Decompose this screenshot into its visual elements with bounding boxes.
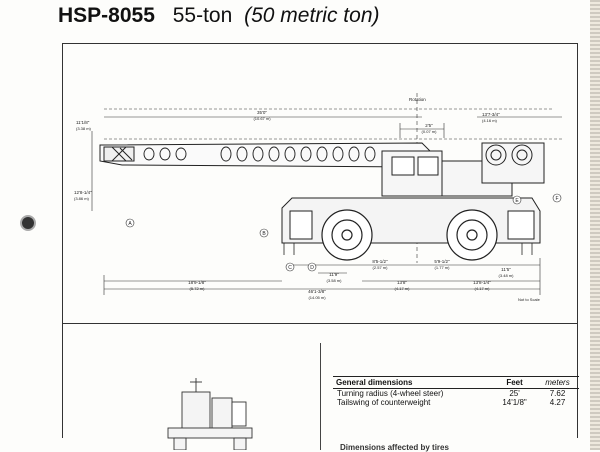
table-header-meters: meters <box>536 376 579 389</box>
front-overall-metric: (5.72 m) <box>190 286 206 291</box>
pivot-offset-metric: (0.07 m) <box>422 129 438 134</box>
table-header-dimension: General dimensions <box>333 376 494 389</box>
table-cell-meters: 4.27 <box>549 398 566 407</box>
table-cell-feet: 25' <box>509 389 520 398</box>
front-overall-dim: 18'9-1/8" <box>188 280 206 285</box>
total-length-dim: 46'1-3/8" <box>308 289 326 294</box>
boom-length-dim: 35'0" <box>257 110 267 115</box>
table-row: Tailswing of counterweight 14'1/8" 4.27 <box>333 398 579 407</box>
pivot-offset-dim: 2'5" <box>425 123 433 128</box>
table-header-feet: Feet <box>493 376 536 389</box>
mid-b-dim: 13'8-1/4" <box>473 280 491 285</box>
column-divider <box>320 343 321 450</box>
binder-hole-icon <box>20 215 36 231</box>
callout-b: B <box>262 231 266 237</box>
total-length-metric: (14.05 m) <box>308 295 326 300</box>
callout-e: E <box>515 198 519 204</box>
wheelbase-front-dim: 8'5-1/2" <box>372 259 388 264</box>
callout-c: C <box>288 265 292 271</box>
section-divider <box>62 323 578 324</box>
tonnage-label: 55-ton <box>172 4 233 27</box>
tires-caption: Dimensions affected by tires <box>340 443 449 452</box>
mid-b-metric: (4.17 m) <box>475 286 491 291</box>
callout-d: D <box>310 265 314 271</box>
table-cell-label: Tailswing of counterweight <box>337 398 431 407</box>
page-edge <box>590 0 600 450</box>
table-cell-meters: 7.62 <box>549 389 566 398</box>
boom-height-metric: (3.38 m) <box>76 126 92 131</box>
metric-tonnage-label: (50 metric ton) <box>244 4 380 27</box>
callout-a: A <box>128 221 132 227</box>
wheelbase-front-metric: (2.57 m) <box>373 265 389 270</box>
rear-overhang-dim: 13'7-3/4" <box>482 112 500 117</box>
boom-height-dim: 11'1/8" <box>76 120 90 125</box>
height-metric: (3.86 m) <box>74 196 90 201</box>
boom-length-metric: (10.67 m) <box>253 116 271 121</box>
not-to-scale-note: Not to Scale <box>518 297 541 302</box>
drawing-frame <box>62 43 578 438</box>
rear-overhang-metric: (4.16 m) <box>482 118 498 123</box>
mid-a-dim: 13'8" <box>397 280 407 285</box>
crane-dimension-drawing: A B C D E F Rotation 35'0" (10.67 m) 11'… <box>74 93 562 302</box>
front-axle-metric: (3.58 m) <box>327 278 343 283</box>
table-cell-feet: 14'1/8" <box>502 398 527 407</box>
front-axle-dim: 11'9" <box>329 272 339 277</box>
rear-axle-metric: (3.48 m) <box>499 273 515 278</box>
rear-view-sketch <box>167 378 253 450</box>
table-cell-label: Turning radius (4-wheel steer) <box>337 389 444 398</box>
rotation-label: Rotation <box>409 97 426 102</box>
height-dim: 12'8-1/4" <box>74 190 92 195</box>
rear-axle-dim: 11'5" <box>501 267 511 272</box>
wheelbase-rear-metric: (1.77 m) <box>435 265 451 270</box>
table-row: Turning radius (4-wheel steer) 25' 7.62 <box>333 389 579 399</box>
wheelbase-rear-dim: 5'9-1/2" <box>434 259 450 264</box>
callout-f: F <box>555 196 558 202</box>
model-number: HSP-8055 <box>58 4 155 27</box>
page-title: HSP-8055 55-ton (50 metric ton) <box>58 4 380 28</box>
general-dimensions-table: General dimensions Feet meters Turning r… <box>333 376 579 407</box>
mid-a-metric: (4.17 m) <box>395 286 411 291</box>
